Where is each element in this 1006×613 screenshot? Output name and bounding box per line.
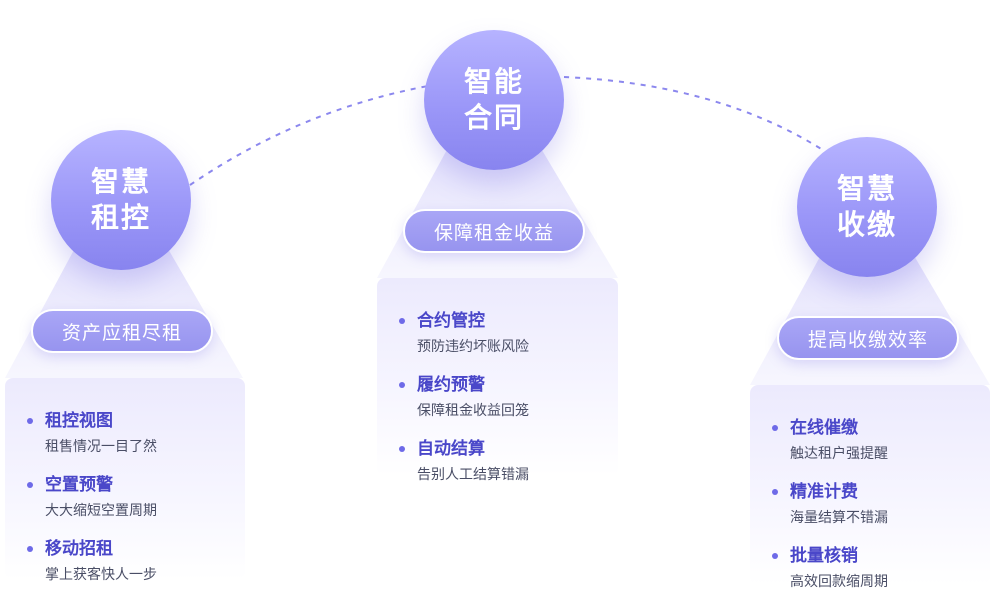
benefit-pill: 保障租金收益 [403, 209, 585, 253]
module-circle: 智慧 租控 [51, 130, 191, 270]
bullet-dot [772, 489, 778, 495]
bullet-dot [27, 418, 33, 424]
feature-desc: 大大缩短空置周期 [45, 503, 157, 519]
feature-title: 空置预警 [45, 475, 113, 495]
feature-desc: 保障租金收益回笼 [417, 403, 529, 419]
feature-desc: 租售情况一目了然 [45, 439, 157, 455]
bullet-dot [399, 318, 405, 324]
feature-item: 租控视图 租售情况一目了然 [27, 410, 245, 457]
feature-item: 在线催缴 触达租户强提醒 [772, 417, 990, 464]
bullet-dot [27, 546, 33, 552]
circle-line: 智慧 [90, 165, 151, 198]
feature-item: 精准计费 海量结算不错漏 [772, 481, 990, 528]
circle-line: 收缴 [836, 208, 897, 241]
circle-line: 智能 [463, 65, 524, 98]
feature-desc: 海量结算不错漏 [790, 510, 888, 526]
benefit-pill: 提高收缴效率 [777, 316, 959, 360]
module-circle: 智能 合同 [424, 30, 564, 170]
feature-title: 租控视图 [45, 411, 113, 431]
feature-title: 自动结算 [417, 439, 485, 459]
dashed-arc-left [189, 85, 429, 186]
bullet-dot [772, 553, 778, 559]
feature-item: 移动招租 掌上获客快人一步 [27, 538, 245, 585]
circle-line: 合同 [463, 101, 524, 134]
feature-card: 合约管控 预防违约坏账风险 履约预警 保障租金收益回笼 自动结算 告别人工结算错… [377, 278, 618, 483]
circle-line: 租控 [90, 201, 151, 234]
feature-item: 合约管控 预防违约坏账风险 [399, 310, 618, 357]
bullet-dot [399, 382, 405, 388]
feature-title: 履约预警 [417, 375, 485, 395]
feature-card: 租控视图 租售情况一目了然 空置预警 大大缩短空置周期 移动招租 掌上获客快人一… [5, 378, 245, 583]
bullet-dot [399, 446, 405, 452]
feature-title: 批量核销 [790, 546, 858, 566]
bullet-dot [27, 482, 33, 488]
feature-title: 在线催缴 [790, 418, 858, 438]
feature-card: 在线催缴 触达租户强提醒 精准计费 海量结算不错漏 批量核销 高效回款缩周期 [750, 385, 990, 590]
feature-item: 履约预警 保障租金收益回笼 [399, 374, 618, 421]
bullet-dot [772, 425, 778, 431]
feature-desc: 触达租户强提醒 [790, 446, 888, 462]
feature-desc: 高效回款缩周期 [790, 574, 888, 590]
feature-title: 合约管控 [417, 311, 485, 331]
feature-item: 空置预警 大大缩短空置周期 [27, 474, 245, 521]
benefit-pill: 资产应租尽租 [31, 309, 213, 353]
circle-line: 智慧 [836, 172, 897, 205]
feature-item: 批量核销 高效回款缩周期 [772, 545, 990, 592]
feature-title: 移动招租 [45, 539, 113, 559]
feature-desc: 预防违约坏账风险 [417, 339, 529, 355]
feature-item: 自动结算 告别人工结算错漏 [399, 438, 618, 485]
module-circle: 智慧 收缴 [797, 137, 937, 277]
dashed-arc-right [563, 76, 827, 153]
feature-title: 精准计费 [790, 482, 858, 502]
feature-desc: 告别人工结算错漏 [417, 467, 529, 483]
feature-desc: 掌上获客快人一步 [45, 567, 157, 583]
